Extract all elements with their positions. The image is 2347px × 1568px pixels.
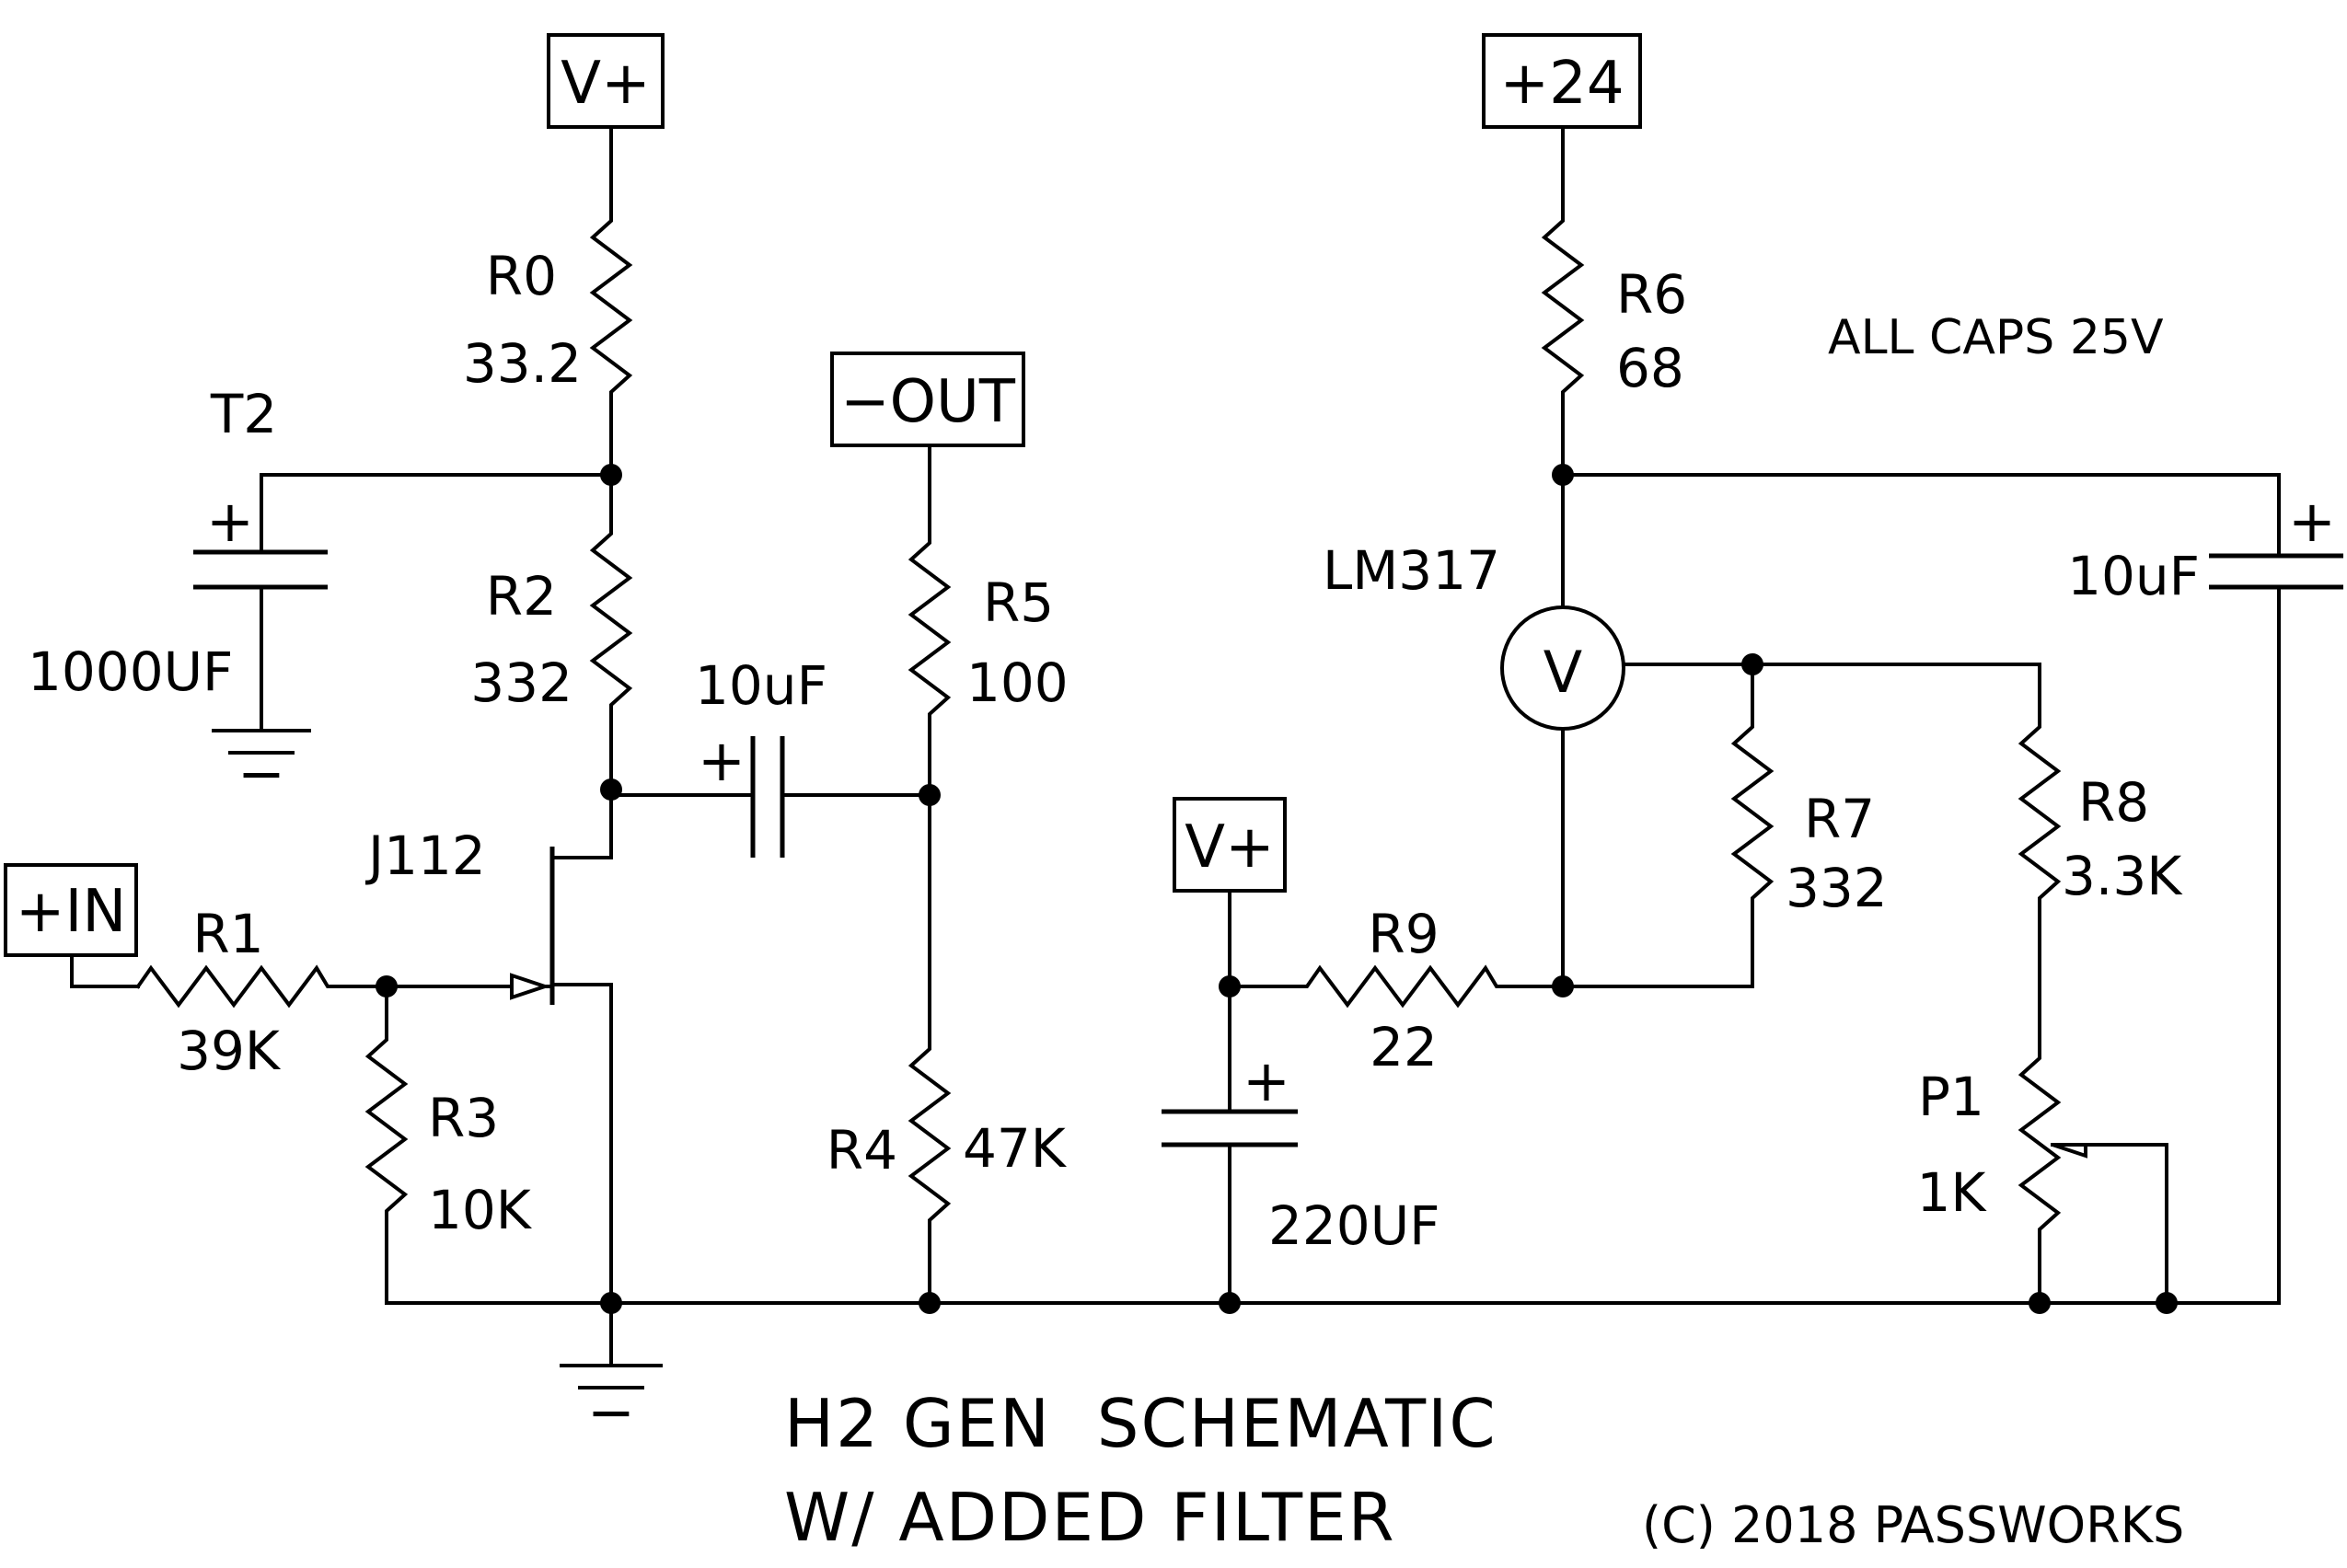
- r3-resistor: [364, 985, 409, 1305]
- r5-name: R5: [983, 571, 1054, 634]
- r0-value: 33.2: [463, 332, 582, 395]
- r5-value: 100: [966, 651, 1069, 714]
- t2-minus: −: [237, 740, 285, 807]
- main-ground-minus: −: [587, 1378, 635, 1446]
- r6-value: 68: [1616, 337, 1684, 399]
- r9-value: 22: [1370, 1016, 1438, 1078]
- t2-name: T2: [210, 383, 277, 445]
- r4-resistor: [908, 793, 952, 1305]
- r5-resistor: [908, 532, 952, 797]
- t2-plus: +: [206, 488, 254, 555]
- t2-value: 1000UF: [28, 640, 233, 703]
- vplus-mid-label: V+: [1185, 813, 1274, 882]
- c220-plus: +: [1243, 1047, 1290, 1114]
- r6-resistor: [1541, 210, 1585, 477]
- j112-gate-arrow: [510, 973, 551, 1000]
- coupling-cap-value: 10uF: [695, 654, 827, 717]
- plus-in-label: +IN: [16, 878, 126, 946]
- r3-name: R3: [428, 1087, 499, 1149]
- lm317-name: LM317: [1323, 539, 1500, 602]
- coupling-cap-plus: +: [698, 727, 746, 794]
- r2-name: R2: [486, 565, 557, 628]
- title-line-1: H2 GEN SCHEMATIC: [784, 1385, 1497, 1462]
- r1-name: R1: [192, 903, 263, 965]
- r1-resistor: [135, 964, 388, 1009]
- r8-value: 3.3K: [2062, 845, 2183, 907]
- r6-name: R6: [1616, 263, 1687, 326]
- title-line-2: W/ ADDED FILTER: [784, 1479, 1396, 1556]
- vplus-top-label: V+: [561, 50, 650, 118]
- p1-name: P1: [1918, 1066, 1984, 1128]
- r3-value: 10K: [428, 1179, 533, 1241]
- copyright: (C) 2018 PASSWORKS: [1642, 1496, 2184, 1554]
- r2-value: 332: [470, 651, 572, 714]
- r0-resistor: [589, 210, 633, 477]
- p1-value: 1K: [1917, 1161, 1988, 1224]
- r2-resistor: [589, 473, 633, 791]
- r7-name: R7: [1804, 788, 1875, 850]
- r9-resistor: [1228, 964, 1565, 1009]
- r7-resistor: [1730, 663, 1775, 988]
- r8-resistor: [2017, 663, 2062, 1051]
- creg-plus: +: [2288, 488, 2336, 555]
- j112-name: J112: [365, 824, 486, 887]
- r4-value: 47K: [963, 1117, 1068, 1180]
- vplus-top-box: [547, 33, 665, 129]
- r0-name: R0: [486, 245, 557, 307]
- minus-out-label: −OUT: [840, 368, 1016, 436]
- r9-name: R9: [1368, 903, 1439, 965]
- junction-ground-r4: [919, 1292, 941, 1314]
- r1-value: 39K: [177, 1020, 282, 1082]
- r7-value: 332: [1786, 857, 1888, 919]
- r4-name: R4: [827, 1119, 897, 1182]
- creg-value: 10uF: [2067, 545, 2200, 607]
- plus24-label: +24: [1499, 50, 1624, 118]
- c220-value: 220UF: [1268, 1194, 1440, 1257]
- caps-note: ALL CAPS 25V: [1828, 310, 2164, 365]
- lm317-v: V: [1543, 639, 1582, 706]
- p1-potentiometer: [2017, 1047, 2062, 1305]
- r8-name: R8: [2078, 771, 2149, 834]
